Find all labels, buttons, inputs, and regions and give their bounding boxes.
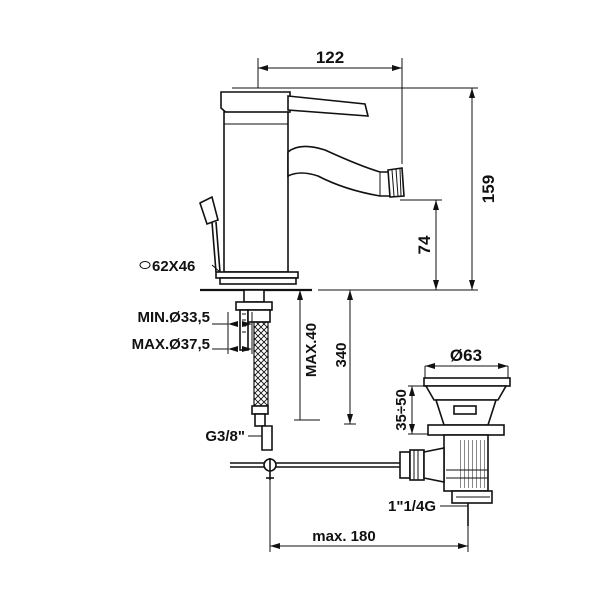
dim-hole-min: MIN.Ø33,5 (137, 309, 210, 326)
dim-rod-max: max. 180 (312, 528, 375, 545)
dim-waste-thread: 1"1/4G (388, 498, 436, 515)
dim-height-total: 159 (479, 175, 498, 203)
dim-connection: G3/8" (205, 428, 245, 445)
dim-spout-height: 74 (415, 235, 434, 254)
mounting-assembly (235, 289, 273, 451)
dim-base: 62X46 (152, 258, 195, 275)
mixer-body (220, 91, 405, 273)
dim-waste-diameter: Ø63 (450, 346, 482, 365)
dim-deck-max: MAX.40 (303, 323, 320, 377)
dim-waste-stroke: 35÷50 (393, 389, 410, 431)
pop-up-waste (399, 377, 511, 526)
tie-rod (230, 458, 400, 480)
base-plate (200, 271, 312, 292)
dim-hose-length: 340 (333, 342, 350, 367)
dim-hole-max: MAX.Ø37,5 (132, 336, 210, 353)
pop-up-rod (199, 195, 221, 273)
dim-width-top: 122 (316, 48, 344, 67)
dimension-lines (139, 58, 509, 552)
